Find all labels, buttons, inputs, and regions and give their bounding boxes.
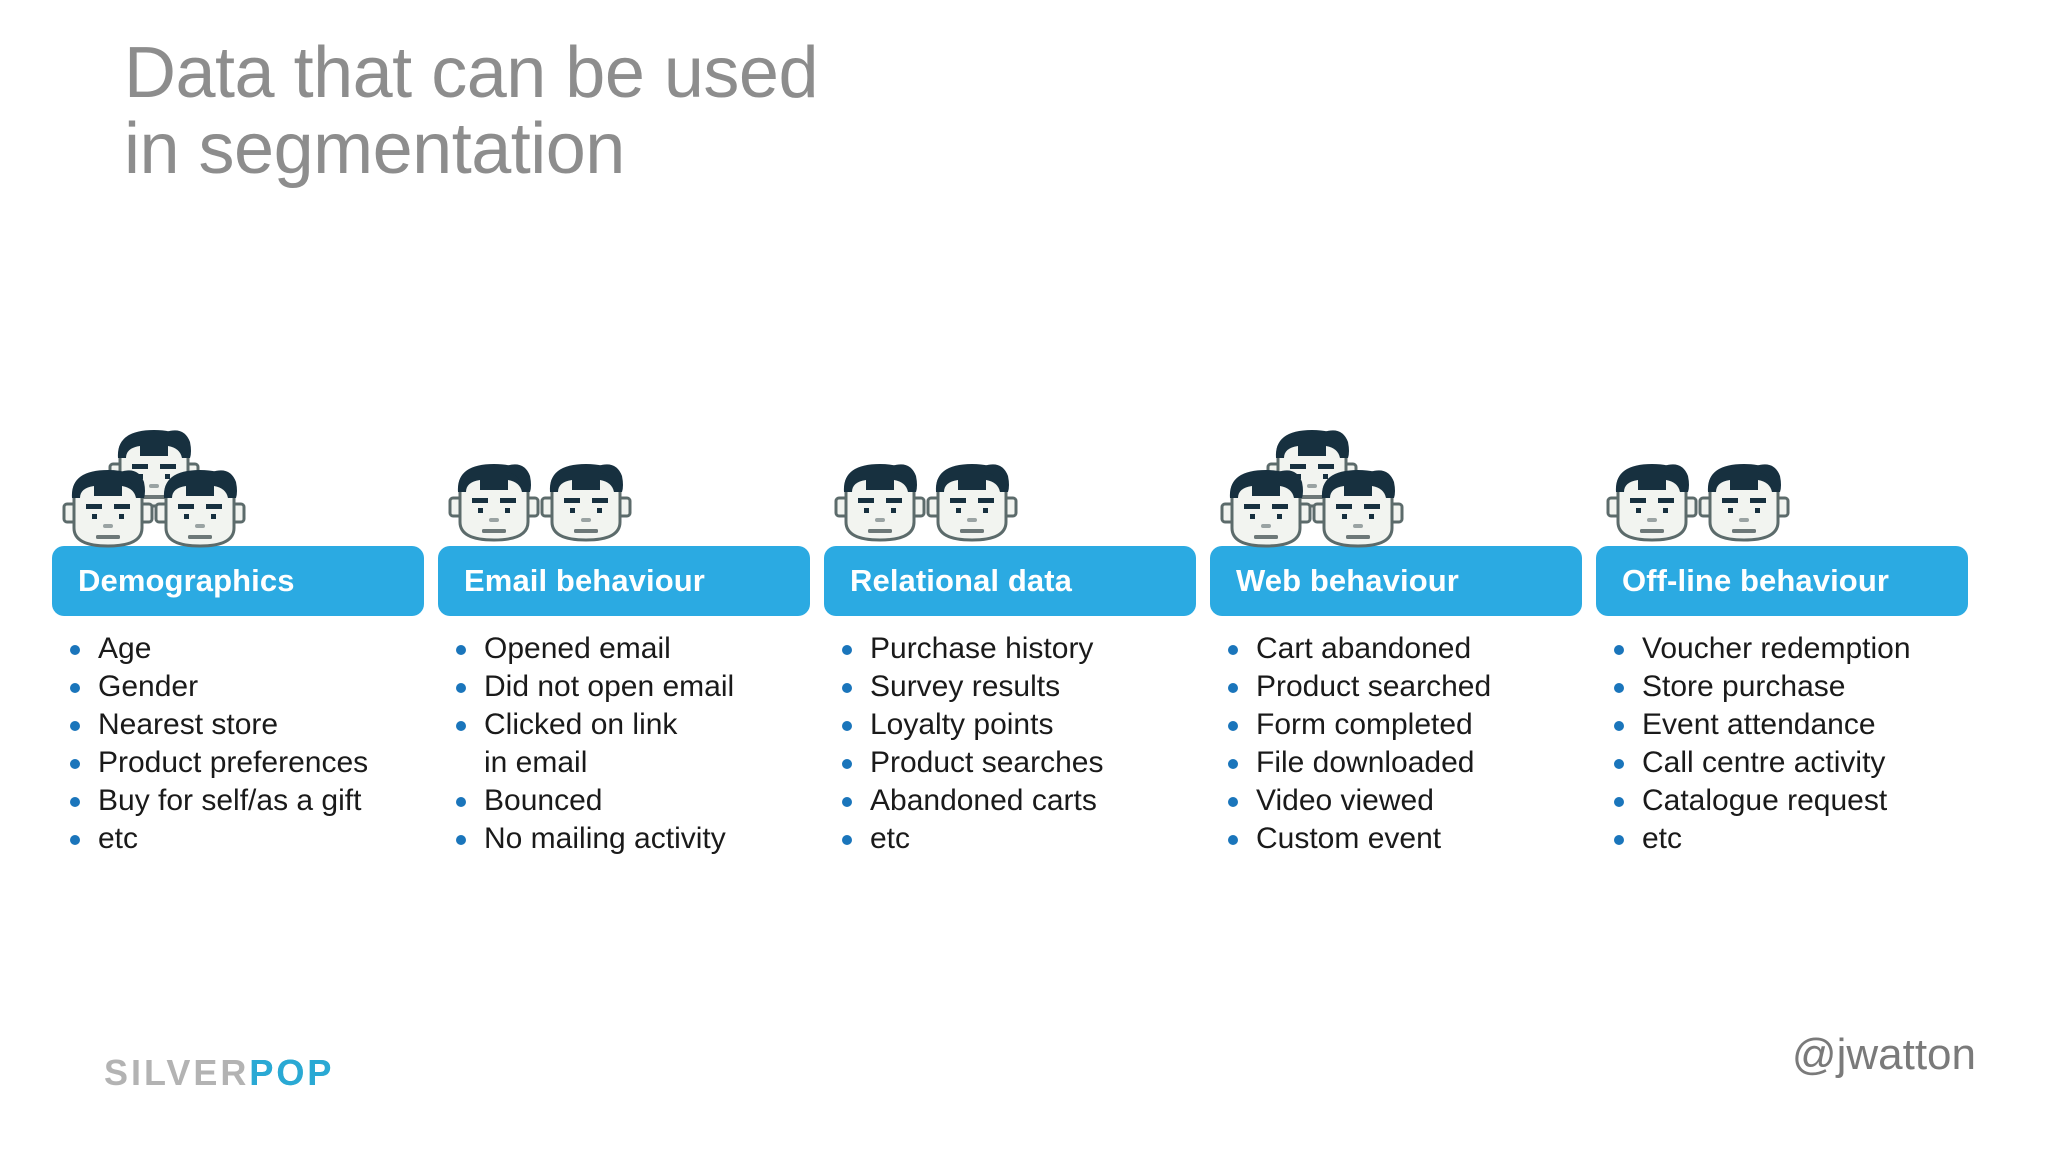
- list-item: Abandoned carts: [834, 782, 1196, 820]
- list-item: No mailing activity: [448, 820, 810, 858]
- people-group-icon: [446, 418, 810, 546]
- person-face-icon: [1696, 452, 1792, 552]
- list-item: etc: [834, 820, 1196, 858]
- list-item: Custom event: [1220, 820, 1582, 858]
- person-face-icon: [1312, 470, 1404, 548]
- person-face-icon: [448, 464, 540, 542]
- list-item: Voucher redemption: [1606, 630, 1968, 668]
- logo-text-pop: POP: [249, 1052, 335, 1093]
- logo-text-silver: SILVER: [104, 1052, 250, 1093]
- person-face-icon: [538, 452, 634, 552]
- list-item: Clicked on link in email: [448, 706, 810, 782]
- list-item: Catalogue request: [1606, 782, 1968, 820]
- person-face-icon: [926, 464, 1018, 542]
- person-face-icon: [1310, 458, 1406, 558]
- person-face-icon: [832, 452, 928, 552]
- list-item: Video viewed: [1220, 782, 1582, 820]
- category-header-3: Relational data: [824, 546, 1196, 616]
- person-face-icon: [152, 458, 248, 558]
- list-item: Survey results: [834, 668, 1196, 706]
- list-item: etc: [1606, 820, 1968, 858]
- list-item: Event attendance: [1606, 706, 1968, 744]
- person-face-icon: [1698, 464, 1790, 542]
- list-item: Product searches: [834, 744, 1196, 782]
- list-item: Nearest store: [62, 706, 424, 744]
- list-item: Call centre activity: [1606, 744, 1968, 782]
- person-face-icon: [1218, 458, 1314, 558]
- list-item: Gender: [62, 668, 424, 706]
- list-item: Loyalty points: [834, 706, 1196, 744]
- people-group-icon: [1604, 418, 1968, 546]
- people-group-icon: [832, 418, 1196, 546]
- list-item: etc: [62, 820, 424, 858]
- list-item: Cart abandoned: [1220, 630, 1582, 668]
- list-item: Purchase history: [834, 630, 1196, 668]
- twitter-handle: @jwatton: [1791, 1030, 1976, 1079]
- list-item: Did not open email: [448, 668, 810, 706]
- list-item: Bounced: [448, 782, 810, 820]
- list-item: Age: [62, 630, 424, 668]
- person-face-icon: [834, 464, 926, 542]
- person-face-icon: [1606, 464, 1698, 542]
- list-item: Product searched: [1220, 668, 1582, 706]
- person-face-icon: [1604, 452, 1700, 552]
- person-face-icon: [924, 452, 1020, 552]
- category-header-5: Off-line behaviour: [1596, 546, 1968, 616]
- list-item: Buy for self/as a gift: [62, 782, 424, 820]
- category-header-4: Web behaviour: [1210, 546, 1582, 616]
- list-item: Opened email: [448, 630, 810, 668]
- page-title: Data that can be used in segmentation: [124, 33, 819, 189]
- person-face-icon: [1220, 470, 1312, 548]
- person-face-icon: [540, 464, 632, 542]
- people-group-icon: [60, 418, 424, 548]
- person-face-icon: [62, 470, 154, 548]
- category-header-1: Demographics: [52, 546, 424, 616]
- list-item: File downloaded: [1220, 744, 1582, 782]
- people-group-icon: [1218, 418, 1582, 548]
- list-item: Store purchase: [1606, 668, 1968, 706]
- list-item: Form completed: [1220, 706, 1582, 744]
- list-item: Product preferences: [62, 744, 424, 782]
- category-header-2: Email behaviour: [438, 546, 810, 616]
- person-face-icon: [154, 470, 246, 548]
- person-face-icon: [446, 452, 542, 552]
- person-face-icon: [60, 458, 156, 558]
